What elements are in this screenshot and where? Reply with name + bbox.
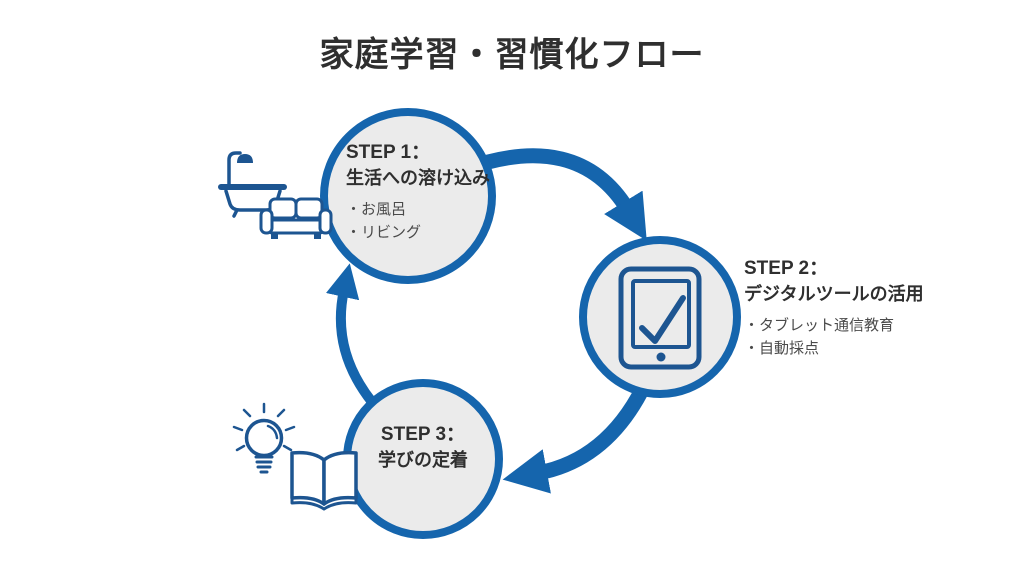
- bullet-item: ・タブレット通信教育: [744, 316, 895, 334]
- shower-head: [237, 154, 253, 163]
- step3-label: STEP 3：: [380, 424, 466, 445]
- tablet-screen: [631, 279, 691, 349]
- step1-heading: 生活への溶け込み: [346, 167, 490, 188]
- step1-label: STEP 1：: [346, 142, 431, 163]
- bullet-item: ・リビング: [346, 224, 422, 242]
- arrow-step2-to-step3: [502, 380, 652, 494]
- step2-bullets: ・タブレット通信教育 ・自動採点: [744, 314, 924, 361]
- bullet-item: ・お風呂: [346, 200, 407, 218]
- step3-heading: 学びの定着: [378, 449, 468, 470]
- bullet-item: ・自動採点: [744, 340, 820, 358]
- step3-text-block: STEP 3： 学びの定着: [340, 423, 506, 472]
- arrow-step3-to-step1: [325, 263, 376, 406]
- page-title: 家庭学習・習慣化フロー: [319, 36, 705, 74]
- sofa-icon: [259, 197, 333, 239]
- book-right-page: [322, 450, 358, 506]
- bulb-highlight: [266, 424, 279, 440]
- step2-circle: [579, 236, 741, 398]
- step3-circle: [343, 379, 503, 539]
- step1-circle: [320, 108, 496, 284]
- home-button: [656, 352, 666, 362]
- step1-text-block: STEP 1： 生活への溶け込み ・お風呂 ・リビング: [346, 141, 490, 244]
- step2-text-block: STEP 2： デジタルツールの活用 ・タブレット通信教育 ・自動採点: [744, 257, 924, 360]
- tablet-check-icon: [618, 266, 702, 370]
- checkmark: [639, 295, 686, 344]
- step2-label: STEP 2：: [744, 258, 829, 279]
- book-left-page: [290, 450, 326, 506]
- bulb-rays: [232, 402, 296, 452]
- open-book-icon: [290, 450, 358, 511]
- step2-heading: デジタルツールの活用: [744, 283, 924, 304]
- lightbulb-icon: [232, 402, 296, 474]
- step1-bullets: ・お風呂 ・リビング: [346, 198, 490, 245]
